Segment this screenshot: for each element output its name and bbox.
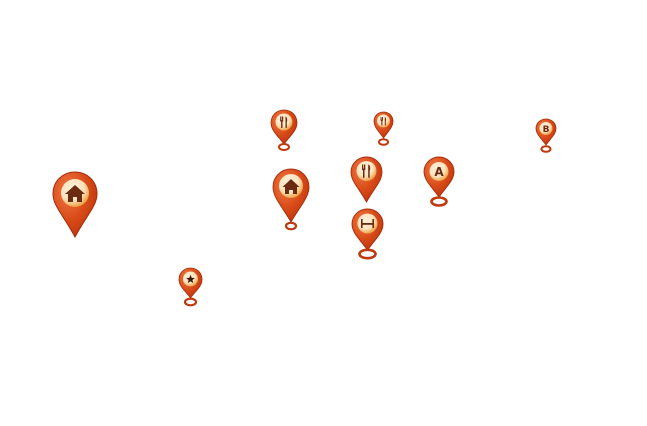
home-icon xyxy=(65,185,85,202)
bed-icon xyxy=(361,219,374,228)
restaurant-pin-small[interactable] xyxy=(373,111,394,147)
marker-b-pin[interactable]: B xyxy=(535,118,557,154)
hotel-pin[interactable] xyxy=(351,208,384,262)
home-icon xyxy=(282,179,300,194)
home-pin-large[interactable] xyxy=(52,171,98,239)
star-icon xyxy=(186,274,195,284)
marker-a-pin[interactable]: A xyxy=(423,156,455,208)
home-pin-medium[interactable] xyxy=(271,168,311,232)
marker-b-label: B xyxy=(543,125,550,135)
fork-knife-icon xyxy=(380,117,387,126)
fork-knife-icon xyxy=(280,116,288,128)
favorite-pin[interactable] xyxy=(178,267,203,308)
restaurant-pin-top[interactable] xyxy=(270,109,298,151)
restaurant-pin-middle[interactable] xyxy=(350,156,383,208)
fork-knife-icon xyxy=(362,164,371,178)
marker-a-label: A xyxy=(434,165,444,179)
